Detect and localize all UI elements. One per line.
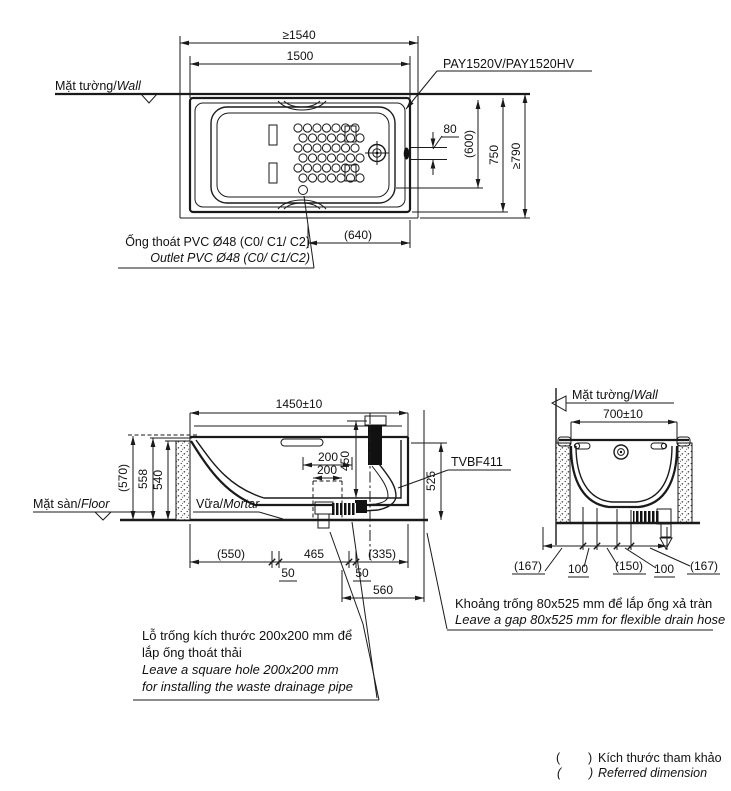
side-wall-label: Mặt tường/Wall: [572, 388, 659, 402]
mortar-label: Vữa/Mortar: [196, 497, 260, 511]
dim-150: (150): [615, 559, 643, 573]
rim-roll-right: [676, 436, 691, 447]
dim-525: 525: [424, 471, 438, 491]
dim-570: (570): [116, 464, 130, 492]
dim-100-right: 100: [654, 562, 674, 576]
dim-700: 700±10: [603, 407, 643, 421]
dim-550: (550): [217, 547, 245, 561]
legend-paren-open-1: (: [556, 751, 561, 765]
outlet-label-vi: Ống thoát PVC Ø48 (C0/ C1/ C2): [125, 234, 310, 249]
down-pipe-side: [660, 523, 672, 538]
wall-surface-mark-icon: [139, 93, 159, 104]
overflow-fitting-cap: [364, 415, 387, 426]
mortar-right: [677, 442, 693, 524]
overflow-slot-front: [280, 438, 324, 447]
left-pad-bottom: [268, 162, 278, 184]
dim-640: (640): [344, 228, 372, 242]
hole-note-vi-2: lắp ống thoát thải: [142, 645, 242, 660]
dim-100-left: 100: [568, 562, 588, 576]
notes: Lỗ trống kích thước 200x200 mm để lắp ốn…: [133, 521, 725, 780]
hose-connector: [355, 500, 367, 513]
corrugated-trap-side: [633, 511, 659, 522]
tub-outline-plan: [188, 96, 412, 214]
valve-code-label: TVBF411: [451, 455, 503, 469]
dim-750: 750: [487, 145, 501, 165]
gap-note-vi: Khoảng trống 80x525 mm để lắp ống xả trà…: [455, 596, 712, 611]
dim-450: 450: [338, 451, 352, 471]
grab-fitting-left: [574, 442, 591, 450]
anti-slip-dot-pattern: [293, 123, 365, 183]
trap-elbow: [314, 501, 334, 515]
right-pad-top: [344, 125, 357, 143]
plan-wall-label: Mặt tường/Wall: [55, 79, 142, 93]
legend-en: Referred dimension: [598, 766, 707, 780]
legend-paren-open-2: (: [557, 766, 563, 780]
waste-down-pipe: [317, 513, 330, 529]
outlet-hole-icon: [298, 185, 308, 195]
hole-note-en-1: Leave a square hole 200x200 mm: [142, 662, 339, 677]
dim-600: (600): [462, 130, 476, 158]
drain-icon-side: [613, 444, 629, 460]
legend-paren-close-1: ): [588, 751, 592, 765]
bottom-grip-notch: [277, 199, 327, 210]
dim-tub-length: 1500: [287, 49, 314, 63]
left-pad-top: [268, 124, 278, 146]
basin-outer-side: [569, 445, 679, 509]
overflow-fitting: [368, 425, 382, 465]
dim-167-left: (167): [514, 559, 542, 573]
dim-50-right: 50: [355, 566, 369, 580]
top-grip-notch: [277, 100, 327, 111]
plan-view: Mặt tường/Wall ≥1540 1500 PAY1520V/PAY15…: [55, 28, 592, 269]
floor-label: Mặt sàn/Floor: [33, 497, 110, 511]
legend-paren-close-2: ): [587, 766, 593, 780]
drain-icon: [365, 141, 389, 165]
front-section-view: Mặt sàn/Floor 1450±10 (570) 558: [33, 397, 511, 602]
basin-inner-side: [575, 445, 673, 503]
right-pad-bottom: [344, 164, 357, 182]
dim-alcove-length: ≥1540: [282, 28, 316, 42]
dim-560: 560: [373, 583, 393, 597]
dim-465: 465: [304, 547, 324, 561]
dim-167-right: (167): [690, 559, 718, 573]
corrugated-trap-front: [332, 503, 356, 515]
rim-roll-left: [557, 436, 572, 447]
dim-335: (335): [368, 547, 396, 561]
hole-note-vi-1: Lỗ trống kích thước 200x200 mm để: [142, 628, 352, 643]
dim-200-hole: 200: [317, 463, 337, 477]
legend-vi: Kích thước tham khảo: [598, 751, 722, 765]
flow-arrow-icon: [659, 537, 673, 551]
product-code-label: PAY1520V/PAY1520HV: [443, 57, 575, 71]
side-section-view: Mặt tường/Wall 700±10: [512, 388, 720, 578]
mortar-column: [175, 440, 191, 521]
dim-540: 540: [151, 470, 165, 490]
dim-200-outer: 200: [318, 450, 338, 464]
tub-inner-profile: [195, 439, 402, 499]
dim-558: 558: [136, 469, 150, 489]
overflow-slot-icon: [403, 147, 410, 160]
dim-1450: 1450±10: [276, 397, 323, 411]
outlet-label-en: Outlet PVC Ø48 (C0/ C1/C2): [150, 251, 310, 265]
dim-80: 80: [443, 122, 457, 136]
dim-50-left: 50: [281, 566, 295, 580]
tub-outer-profile: [190, 437, 410, 507]
wall-surface-mark-icon: [550, 395, 567, 412]
hole-note-en-2: for installing the waste drainage pipe: [142, 679, 353, 694]
floor-surface-mark-icon: [93, 511, 113, 521]
grab-fitting-right: [650, 442, 667, 450]
dim-790: ≥790: [509, 142, 523, 169]
mortar-left: [555, 442, 571, 524]
gap-note-en: Leave a gap 80x525 mm for flexible drain…: [455, 612, 725, 627]
